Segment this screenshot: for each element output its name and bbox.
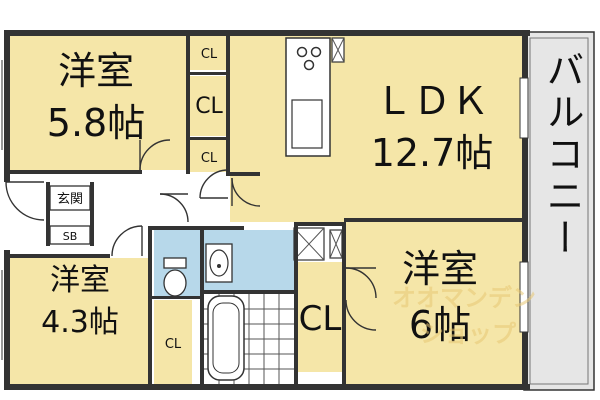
western-room-3	[344, 222, 522, 384]
entrance-label: 玄関	[57, 192, 83, 207]
kitchen-counter	[285, 37, 345, 157]
western-room-2	[10, 258, 150, 384]
walls	[4, 30, 530, 390]
watermark-line-2: ショップ	[420, 320, 517, 348]
balcony-label: バルコニー	[540, 50, 584, 260]
ldk-size: 12.7帖	[371, 131, 494, 175]
closet-1	[190, 36, 228, 70]
closet-5	[298, 262, 342, 372]
stove-burner-icon	[303, 59, 315, 71]
closet-5-label: CL	[299, 299, 342, 339]
closet-4	[154, 300, 192, 384]
storage-box-icon	[329, 229, 343, 259]
windows	[1, 60, 529, 360]
closet-4-label: CL	[165, 337, 182, 352]
closet-3-label: CL	[201, 151, 218, 166]
washing-machine-icon	[293, 227, 325, 261]
western-room-1-size: 5.8帖	[47, 101, 145, 145]
western-room-2-name: 洋室	[50, 263, 110, 298]
toilet-icon	[163, 257, 187, 297]
watermark-line-1: オオマンデン	[392, 284, 536, 312]
western-room-1-name: 洋室	[58, 49, 134, 93]
balcony	[523, 31, 595, 391]
closet-3	[190, 140, 228, 172]
stove-burner-icon	[296, 46, 308, 58]
stove-burner-icon	[310, 46, 322, 58]
shoe-box-label: SB	[63, 230, 78, 243]
ldk-room	[230, 36, 522, 222]
closet-1-label: CL	[201, 47, 218, 62]
western-room-3-size: 6帖	[409, 303, 471, 347]
western-room-1	[10, 36, 188, 170]
ldk-name: ＬＤＫ	[375, 79, 489, 123]
door-swings	[5, 139, 377, 331]
western-room-2-size: 4.3帖	[41, 305, 119, 340]
bathroom	[204, 294, 296, 384]
closet-2	[190, 76, 228, 136]
western-room-3-name: 洋室	[402, 247, 478, 291]
washbasin-icon	[205, 243, 233, 283]
closet-2-label: CL	[195, 94, 223, 119]
